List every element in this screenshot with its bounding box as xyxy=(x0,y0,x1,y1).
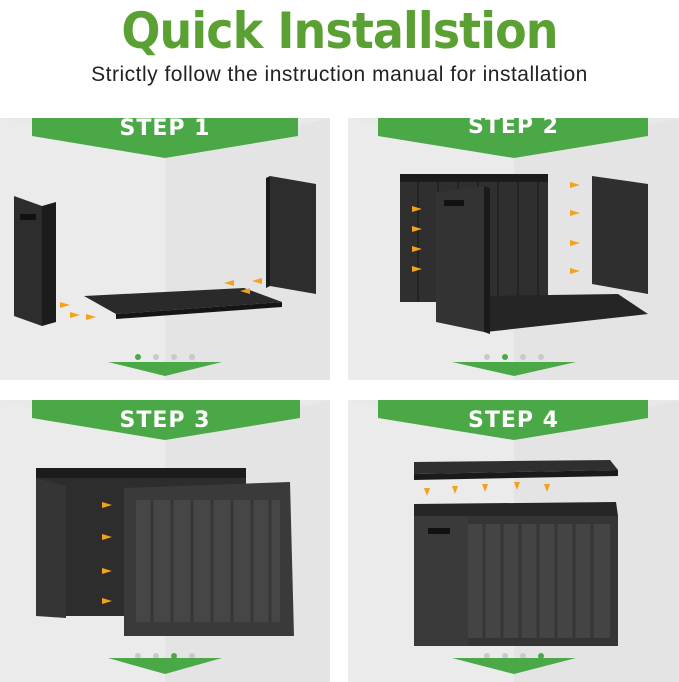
pagination-dot xyxy=(189,653,195,659)
pagination-dot xyxy=(537,653,544,659)
pagination-dot xyxy=(483,653,490,659)
step-4-panel: STEP 4 xyxy=(348,400,679,682)
step-1-label: STEP 1 xyxy=(119,118,211,141)
step-4-bottom-marker xyxy=(452,658,576,674)
arrow-icon xyxy=(60,278,262,320)
step-2-dots xyxy=(348,345,679,364)
step-3-illustration xyxy=(36,468,294,636)
step-1-banner xyxy=(32,118,298,158)
step-4-banner xyxy=(378,400,648,440)
pagination-dot xyxy=(153,653,159,659)
arrow-icon xyxy=(102,502,112,604)
pagination-dot xyxy=(171,653,177,659)
step-1-panel: STEP 1 xyxy=(0,118,330,380)
step-4-illustration xyxy=(414,460,618,646)
step-3-label: STEP 3 xyxy=(119,408,211,433)
step-4-label: STEP 4 xyxy=(468,408,559,433)
arrow-icon xyxy=(424,482,550,496)
pagination-dot xyxy=(135,653,141,659)
pagination-dot xyxy=(135,354,141,360)
step-1-dots xyxy=(0,345,330,364)
step-2-panel: STEP 2 xyxy=(348,118,679,380)
pagination-dot xyxy=(537,354,544,360)
step-1-illustration xyxy=(14,176,316,326)
page-subtitle: Strictly follow the instruction manual f… xyxy=(91,63,588,86)
step-3-banner xyxy=(32,400,300,440)
step-4-dots xyxy=(348,644,679,663)
step-1-bottom-marker xyxy=(108,362,222,376)
page-title: Quick Installstion xyxy=(121,2,558,60)
pagination-dot xyxy=(153,354,159,360)
step-3-panel: STEP 3 xyxy=(0,400,330,682)
step-2-label: STEP 2 xyxy=(468,118,559,139)
pagination-dot xyxy=(189,354,195,360)
pagination-dot xyxy=(519,653,526,659)
pagination-dot xyxy=(483,354,490,360)
step-2-bottom-marker xyxy=(452,362,576,376)
step-2-banner xyxy=(378,118,648,158)
step-3-dots xyxy=(0,644,330,663)
step-3-bottom-marker xyxy=(108,658,222,674)
pagination-dot xyxy=(501,653,508,659)
arrow-icon xyxy=(412,182,580,274)
pagination-dot xyxy=(171,354,177,360)
pagination-dot xyxy=(501,354,508,360)
step-2-illustration xyxy=(400,174,648,334)
pagination-dot xyxy=(519,354,526,360)
